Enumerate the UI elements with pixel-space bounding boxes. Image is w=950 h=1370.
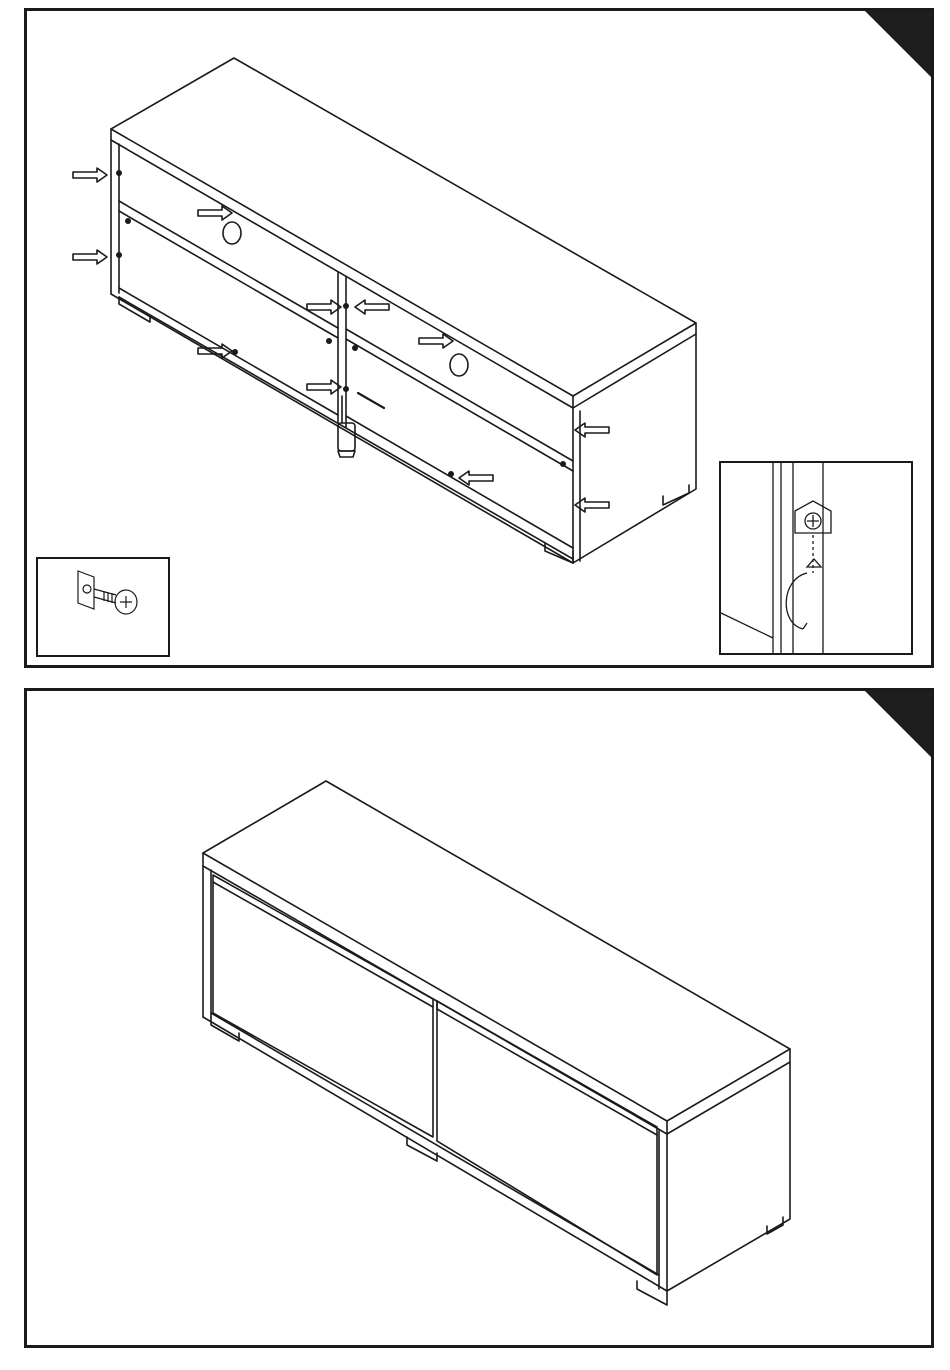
door-left[interactable]	[213, 875, 433, 1137]
left-arrow-icon	[459, 471, 493, 485]
cam-lock-detail	[721, 463, 911, 653]
right-arrow-icon	[307, 300, 341, 314]
dowel-points	[116, 170, 566, 477]
finished-cabinet-drawing	[27, 691, 931, 1345]
cam-lock-inset	[719, 461, 913, 655]
assembly-step-panel	[24, 8, 934, 668]
cabinet-right-side	[659, 1062, 790, 1291]
cabinet-left-side	[111, 140, 119, 294]
door-right[interactable]	[433, 999, 657, 1275]
cam-screw-icon	[38, 559, 168, 655]
cabinet-bottom	[111, 294, 573, 563]
cabinet-top-slab	[203, 781, 790, 1134]
arrow-group	[73, 168, 609, 512]
cable-hole	[223, 222, 241, 244]
cable-hole	[450, 354, 468, 376]
cabinet-right-side	[573, 334, 696, 563]
cabinet-bottom	[203, 1013, 667, 1291]
cam-screw-inset	[36, 557, 170, 657]
right-arrow-icon	[307, 380, 341, 394]
left-arrow-icon	[355, 300, 389, 314]
right-arrow-icon	[73, 250, 107, 264]
right-arrow-icon	[73, 168, 107, 182]
cabinet-top-slab	[111, 58, 696, 408]
rotate-arrow-icon	[786, 573, 807, 629]
finished-step-panel	[24, 688, 934, 1348]
cabinet-left-side	[203, 866, 211, 1017]
